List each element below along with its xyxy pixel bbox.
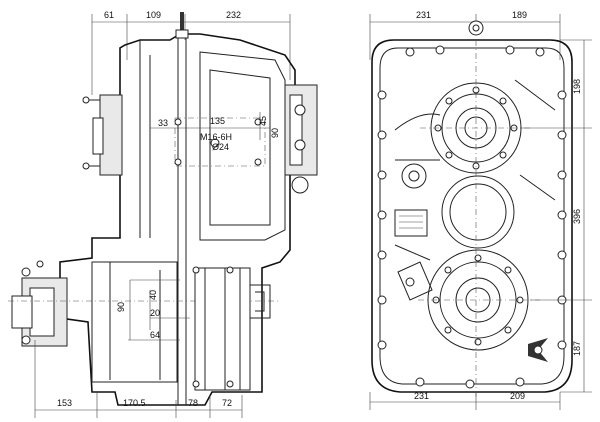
callout-40: 40 — [148, 290, 158, 300]
dim-bottom-209: 209 — [510, 391, 525, 401]
callout-bore: Ø24 — [212, 142, 229, 152]
middle-gear-cover — [441, 175, 515, 249]
nameplate — [394, 209, 428, 237]
callout-64: 64 — [150, 330, 160, 340]
side-view: 61 109 232 — [8, 10, 318, 418]
oil-filler-plug — [401, 163, 427, 189]
dim-top-231: 231 — [416, 10, 431, 20]
callout-thread: M16-6H — [200, 132, 232, 142]
dim-bottom-153: 153 — [57, 398, 72, 408]
callout-90-top: 90 — [270, 128, 280, 138]
dim-top-189: 189 — [512, 10, 527, 20]
dim-top-61: 61 — [104, 10, 114, 20]
callout-20: 20 — [150, 308, 160, 318]
callout-135: 135 — [210, 116, 225, 126]
dim-bottom-78: 78 — [188, 398, 198, 408]
front-view: 231 189 — [369, 10, 592, 410]
dim-right-187: 187 — [572, 341, 582, 356]
dim-top-109: 109 — [146, 10, 161, 20]
dim-bottom-170-5: 170.5 — [123, 398, 146, 408]
perimeter-bolts — [377, 45, 567, 389]
logo-emblem — [528, 338, 548, 362]
dim-bottom-72: 72 — [222, 398, 232, 408]
dim-top-232: 232 — [226, 10, 241, 20]
callout-90-bottom: 90 — [116, 302, 126, 312]
dim-right-396: 396 — [572, 209, 582, 224]
callout-33: 33 — [158, 118, 168, 128]
dim-right-198: 198 — [572, 79, 582, 94]
callout-45: 45 — [258, 116, 268, 126]
lower-bearing-cover — [427, 249, 529, 351]
dim-bottom-231: 231 — [414, 391, 429, 401]
